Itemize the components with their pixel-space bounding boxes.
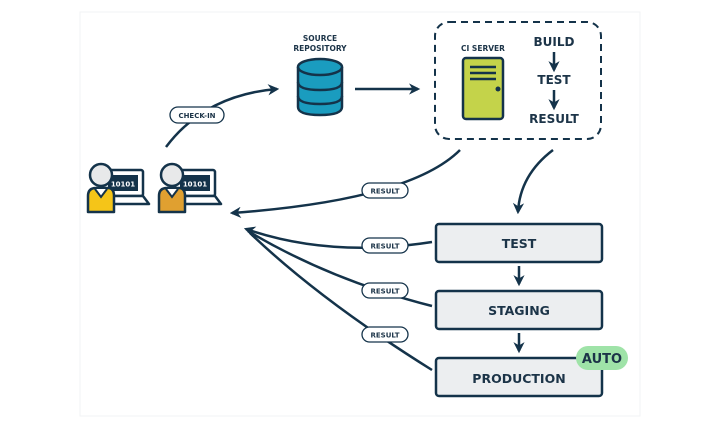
stage-label: PRODUCTION	[472, 371, 565, 386]
ci-server-container	[434, 21, 602, 140]
check-in-label: CHECK-IN	[178, 112, 215, 120]
developer-1: 10101	[86, 162, 151, 214]
source-repository-label-line2: REPOSITORY	[293, 44, 347, 53]
person-icon	[86, 162, 116, 214]
result-pill-ci: RESULT	[361, 182, 409, 199]
database-icon	[296, 57, 344, 117]
result-pill-production: RESULT	[361, 326, 409, 343]
stage-production: PRODUCTION	[434, 356, 604, 398]
laptop-screen-text: 10101	[183, 181, 207, 189]
ci-step-result: RESULT	[529, 112, 579, 126]
slide-background	[79, 11, 641, 417]
result-pill-staging: RESULT	[361, 282, 409, 299]
check-in-pill: CHECK-IN	[169, 106, 225, 124]
ci-to-test-stage-arrow	[512, 149, 554, 215]
result-label: RESULT	[371, 332, 400, 340]
auto-badge-label: AUTO	[582, 352, 622, 367]
result-label: RESULT	[371, 243, 400, 251]
stage-test: TEST	[434, 222, 604, 264]
ci-step-test: TEST	[537, 73, 571, 87]
source-repository-label-line1: SOURCE	[303, 34, 337, 43]
result-label: RESULT	[371, 188, 400, 196]
laptop-screen-text: 10101	[111, 181, 135, 189]
ci-step-build: BUILD	[534, 35, 575, 49]
auto-badge: AUTO	[576, 346, 628, 370]
person-icon	[157, 162, 187, 214]
ci-server-label: CI SERVER	[461, 44, 505, 53]
production-result-arrow	[249, 232, 433, 372]
developer-2: 10101	[157, 162, 223, 214]
server-icon	[461, 56, 505, 121]
stage-label: TEST	[502, 236, 537, 251]
stage-label: STAGING	[488, 303, 550, 318]
result-pill-test: RESULT	[361, 237, 409, 254]
result-label: RESULT	[371, 288, 400, 296]
stage-staging: STAGING	[434, 289, 604, 331]
staging-result-arrow	[247, 229, 433, 308]
